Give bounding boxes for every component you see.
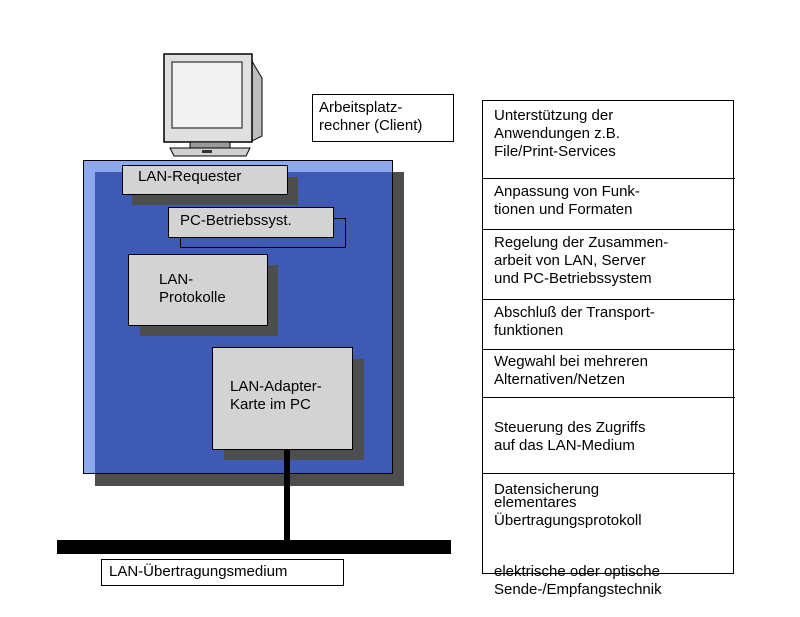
layer-network: Wegwahl bei mehreren Alternativen/Netzen	[483, 349, 735, 397]
medium-label: LAN-Übertragungsmedium	[109, 563, 288, 580]
layer-data-link: Steuerung des Zugriffs auf das LAN-Mediu…	[483, 397, 735, 498]
layer-stack: Unterstützung der Anwendungen z.B. File/…	[482, 100, 735, 598]
lan-requester-box: LAN-Requester	[122, 165, 288, 195]
client-label: Arbeitsplatz- rechner (Client)	[319, 99, 423, 134]
layer-presentation: Anpassung von Funk- tionen und Formaten	[483, 178, 735, 229]
lan-requester-label: LAN-Requester	[138, 168, 242, 185]
lan-protocols-box: LAN- Protokolle	[128, 254, 268, 326]
computer-monitor-icon	[163, 53, 263, 157]
adapter-card-label: LAN-Adapter- Karte im PC	[230, 378, 322, 413]
layer-physical: elementares Übertragungsprotokoll elektr…	[483, 473, 735, 598]
layer-physical-protocol: elementares Übertragungsprotokoll	[494, 494, 642, 529]
layer-transport: Abschluß der Transport- funktionen	[483, 299, 735, 349]
transmission-medium-bar	[57, 540, 451, 554]
layer-session: Regelung der Zusammen- arbeit von LAN, S…	[483, 229, 735, 299]
layer-physical-transmission: elektrische oder optische Sende-/Empfang…	[494, 563, 662, 598]
layer-application: Unterstützung der Anwendungen z.B. File/…	[494, 107, 620, 160]
adapter-card-box: LAN-Adapter- Karte im PC	[212, 347, 353, 450]
pc-os-label: PC-Betriebssyst.	[180, 212, 292, 229]
medium-label-box: LAN-Übertragungsmedium	[101, 559, 344, 586]
layer-data-link-access: Steuerung des Zugriffs auf das LAN-Mediu…	[494, 419, 646, 454]
lan-protocols-label: LAN- Protokolle	[159, 271, 226, 306]
network-cable	[284, 450, 290, 542]
layer-data-link-security: Datensicherung	[494, 481, 600, 498]
client-label-box: Arbeitsplatz- rechner (Client)	[312, 94, 454, 142]
pc-os-box: PC-Betriebssyst.	[168, 207, 334, 238]
